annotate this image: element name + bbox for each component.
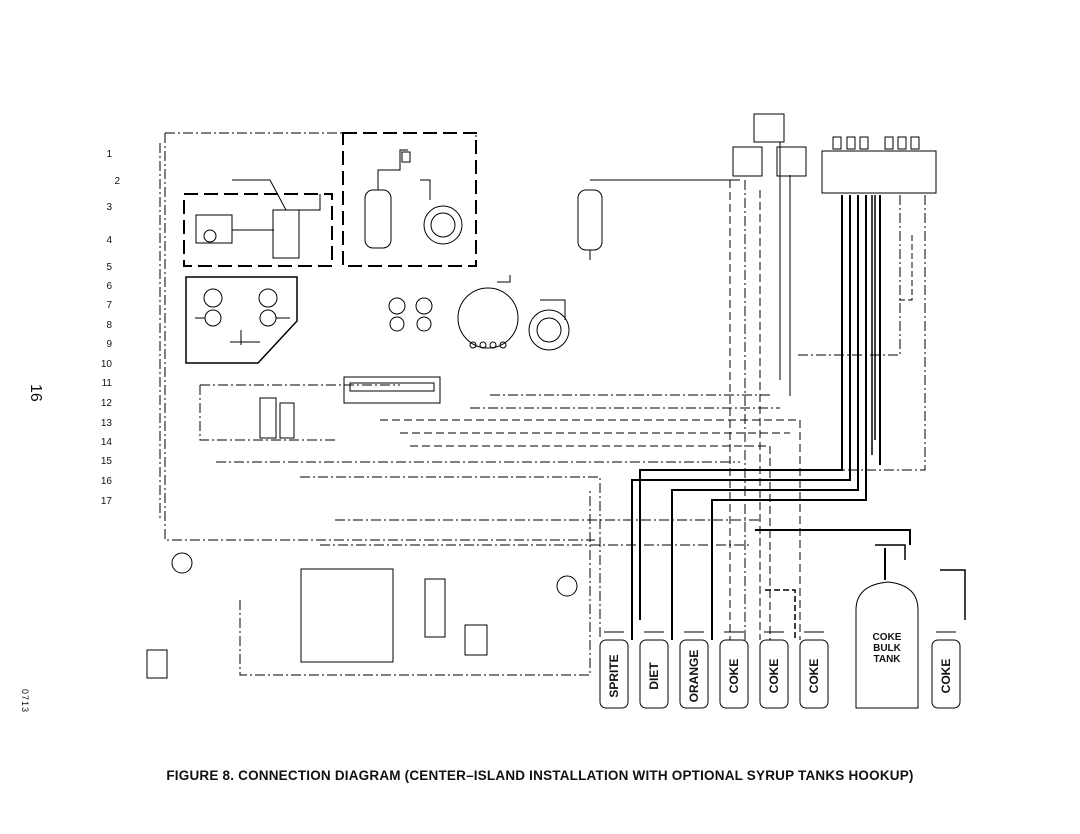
callout-4: 4 xyxy=(106,235,112,246)
carbonator-tank xyxy=(364,189,392,249)
callout-1: 1 xyxy=(106,149,112,160)
tank-label-coke-2: COKE xyxy=(767,658,781,694)
callout-5: 5 xyxy=(106,262,112,273)
tank-label-orange: ORANGE xyxy=(687,649,701,703)
tank-label-sprite: SPRITE xyxy=(607,654,621,698)
tank-label-coke-3: COKE xyxy=(807,658,821,694)
bulk-tank-label: COKE BULK TANK xyxy=(856,632,918,665)
callout-2: 2 xyxy=(114,176,120,187)
coke-bulk-tank xyxy=(855,581,919,709)
callout-6: 6 xyxy=(106,281,112,292)
tank-sprite xyxy=(599,639,629,709)
callout-17: 17 xyxy=(100,496,112,507)
figure-code: 0713 xyxy=(20,689,30,714)
tank-label-diet: DIET xyxy=(647,662,661,690)
callout-9: 9 xyxy=(106,339,112,350)
water-filter xyxy=(424,578,446,638)
pump-motor xyxy=(195,214,233,244)
carbonator-gauge xyxy=(423,205,463,245)
water-booster-tank xyxy=(300,568,394,663)
callout-10: 10 xyxy=(100,359,112,370)
chiller-gauge xyxy=(528,309,570,351)
callout-11: 11 xyxy=(101,378,112,389)
syrup-bib xyxy=(272,209,300,259)
dispenser xyxy=(821,150,937,194)
figure-caption: FIGURE 8. CONNECTION DIAGRAM (CENTER–ISL… xyxy=(166,768,914,783)
drain-box xyxy=(146,649,168,679)
bulk-tank-line-3: TANK xyxy=(873,654,901,665)
tank-diet xyxy=(639,639,669,709)
callout-13: 13 xyxy=(100,418,112,429)
callout-8: 8 xyxy=(106,320,112,331)
tank-label-coke-1: COKE xyxy=(727,658,741,694)
co2-cylinder xyxy=(577,189,603,251)
manifold xyxy=(343,376,441,404)
callout-15: 15 xyxy=(100,456,112,467)
bulk-tank-line-2: BULK xyxy=(873,643,901,654)
pump-enclosure xyxy=(183,193,333,267)
chiller-drum xyxy=(457,287,519,349)
tank-coke-1 xyxy=(719,639,749,709)
tank-label-coke-extra: COKE xyxy=(939,658,953,694)
carbonator-enclosure xyxy=(342,132,477,267)
tank-orange xyxy=(679,639,709,709)
callout-16: 16 xyxy=(100,476,112,487)
water-line-loop xyxy=(164,132,595,541)
tank-coke-2 xyxy=(759,639,789,709)
callout-12: 12 xyxy=(100,398,112,409)
bulk-tank-line-1: COKE xyxy=(872,632,902,643)
page-number: 16 xyxy=(27,384,44,402)
small-container xyxy=(464,624,488,656)
tank-coke-extra xyxy=(931,639,961,709)
callout-3: 3 xyxy=(106,202,112,213)
callout-7: 7 xyxy=(106,300,112,311)
regulator-enclosure xyxy=(185,276,298,364)
tank-coke-3 xyxy=(799,639,829,709)
callout-14: 14 xyxy=(100,437,112,448)
